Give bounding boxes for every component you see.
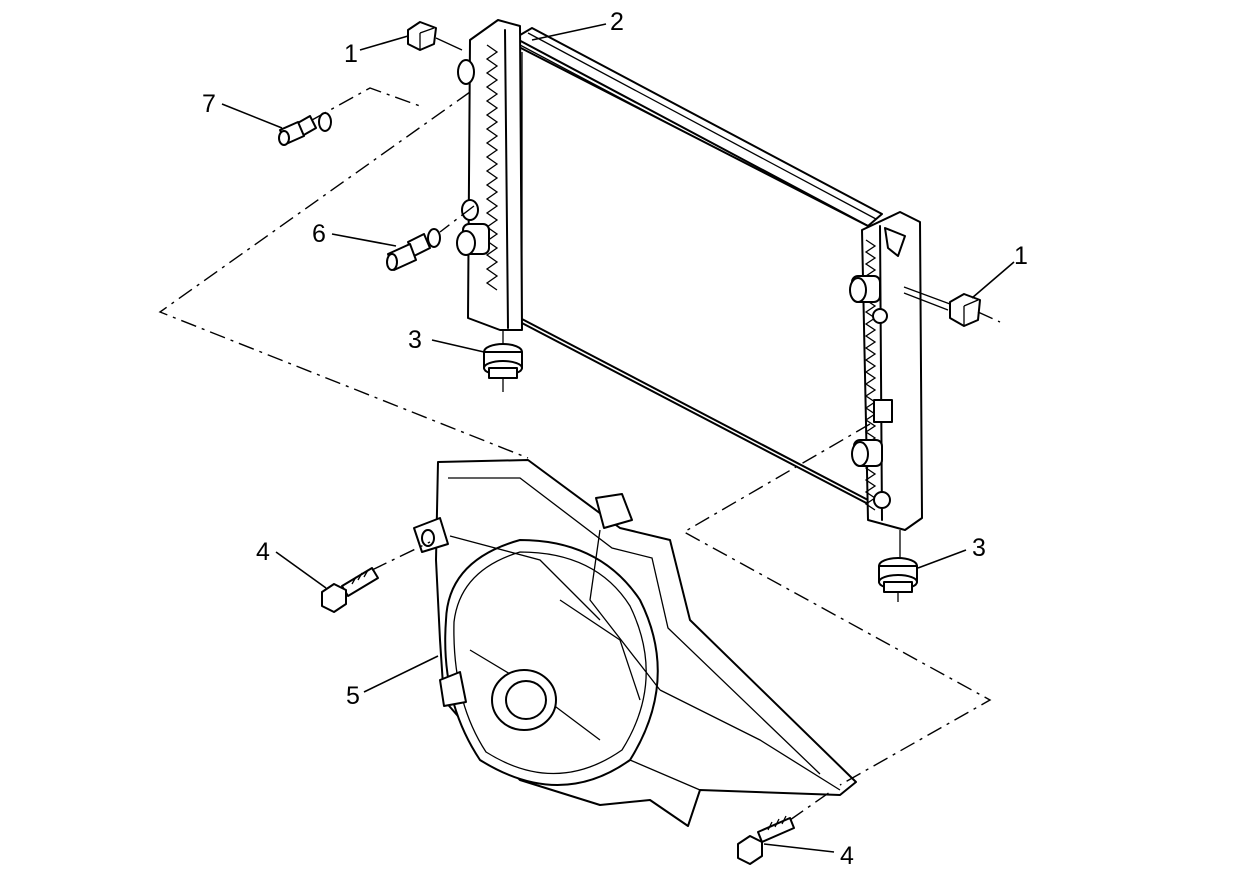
assembly-lines (158, 87, 1001, 821)
clip-1-right (903, 286, 981, 327)
leader-lines (221, 23, 1015, 853)
radiator-assembly (456, 19, 923, 531)
insulator-3-right (878, 530, 918, 602)
callout-4-left: 4 (256, 538, 270, 566)
insulator-3-left (483, 330, 523, 392)
callout-1-right: 1 (1014, 242, 1028, 270)
callout-2: 2 (610, 8, 624, 36)
drain-plug-7 (278, 112, 332, 146)
callout-3-left: 3 (408, 326, 422, 354)
callout-4-bottom: 4 (840, 842, 854, 870)
bolt-4-bottom (737, 815, 795, 865)
callout-7: 7 (202, 90, 216, 118)
bolt-4-left (321, 567, 379, 613)
callout-1-top: 1 (344, 40, 358, 68)
sensor-6 (386, 228, 441, 271)
callout-5: 5 (346, 682, 360, 710)
fan-shroud-assembly (413, 459, 857, 827)
clip-1-top (407, 21, 463, 51)
callout-6: 6 (312, 220, 326, 248)
callout-3-right: 3 (972, 534, 986, 562)
